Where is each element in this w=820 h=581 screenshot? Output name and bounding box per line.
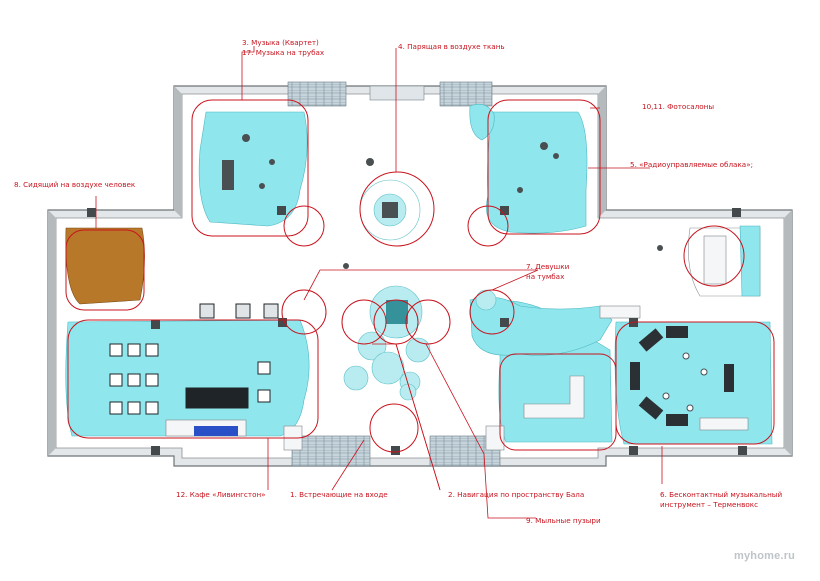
watermark-logo: myhome.ru xyxy=(734,550,796,562)
callout-shapes xyxy=(65,99,775,453)
sofas xyxy=(630,326,734,426)
label-photo-salons: 10,11. Фотосалоны xyxy=(642,102,715,111)
label-radio-clouds: 5. «Радиоуправляемые облака»; xyxy=(630,160,754,169)
label-navigation: 2. Навигация по пространству Бала xyxy=(448,490,585,499)
label-music-pipes: 17. Музыка на трубах xyxy=(242,48,325,57)
label-theremin-1: 6. Бесконтактный музыкальный xyxy=(660,490,783,499)
figures xyxy=(222,134,708,412)
label-floating-fabric: 4. Парящая в воздухе ткань xyxy=(398,42,505,51)
cafe-tables xyxy=(109,303,279,415)
label-girls-pedestals-2: на тумбах xyxy=(526,272,565,281)
cafe-counter xyxy=(194,426,238,436)
label-sitting-man: 8. Сидящий на воздухе человек xyxy=(14,180,136,189)
label-soap-bubbles: 9. Мыльные пузыри xyxy=(526,516,601,525)
leader-lines xyxy=(95,46,663,519)
label-music-quartet: 3. Музыка (Квартет) xyxy=(242,38,319,47)
label-theremin-2: инструмент – Терменвокс xyxy=(660,500,759,509)
label-cafe: 12. Кафе «Ливингстон» xyxy=(176,490,266,499)
fabric-installation xyxy=(382,202,398,218)
zones xyxy=(65,103,773,445)
label-girls-pedestals-1: 7. Девушки xyxy=(526,262,570,271)
label-greeters: 1. Встречающие на входе xyxy=(290,490,388,499)
navigation-stand xyxy=(386,300,408,324)
